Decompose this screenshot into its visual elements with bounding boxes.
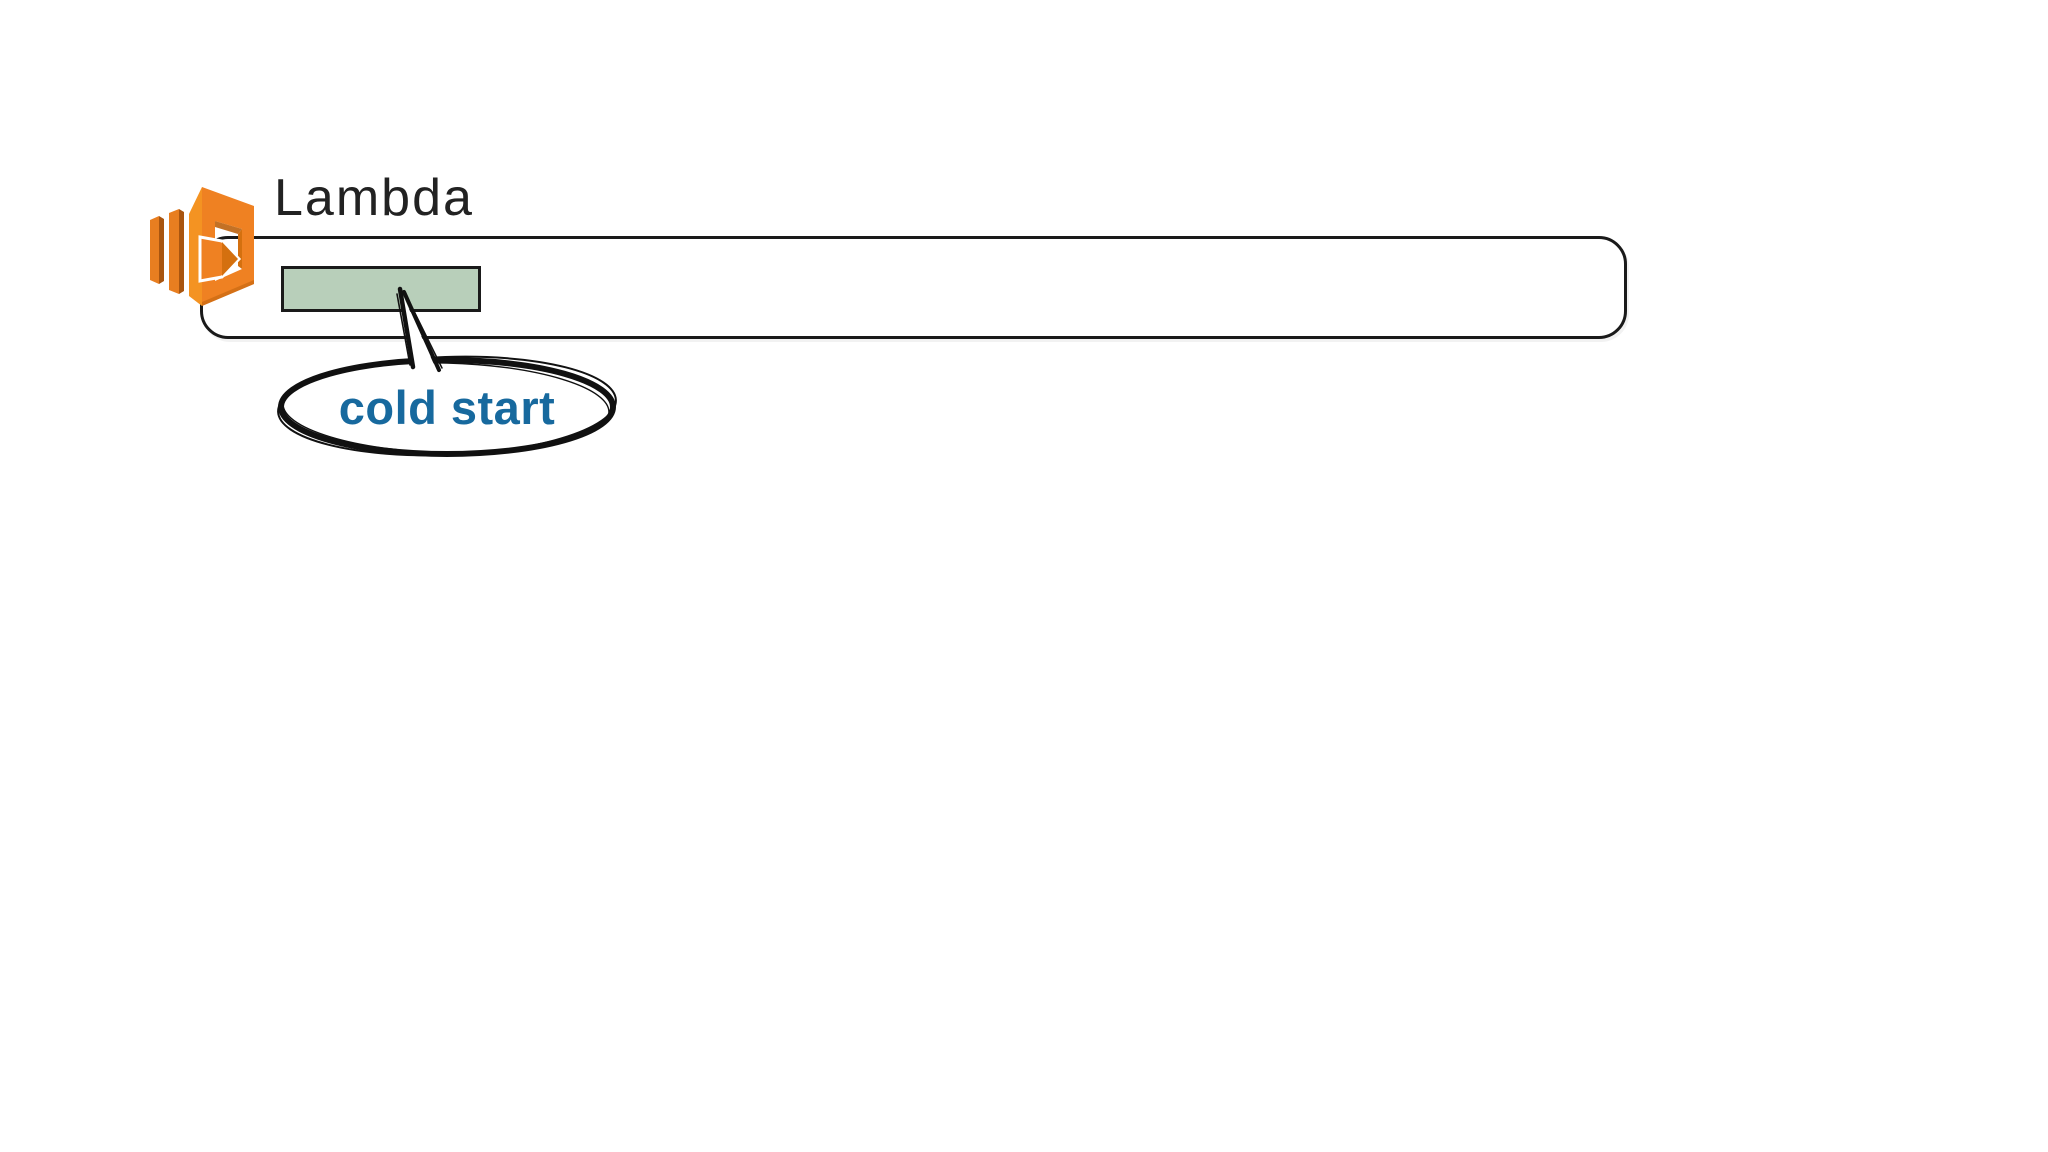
callout-label: cold start (338, 381, 556, 434)
aws-lambda-icon (150, 184, 262, 308)
service-label: Lambda (274, 169, 474, 227)
callout-bubble (277, 286, 617, 457)
aws-lambda-icon-svg (150, 187, 254, 306)
cold-start-segment (281, 266, 481, 312)
